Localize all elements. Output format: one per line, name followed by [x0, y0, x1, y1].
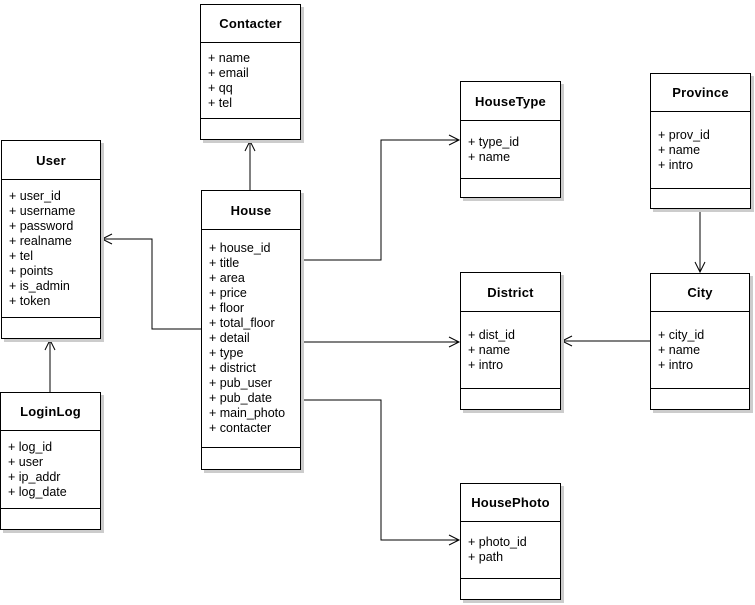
- class-attributes: + name+ email+ qq+ tel: [201, 43, 300, 118]
- class-title: User: [2, 141, 100, 180]
- class-attribute: + user_id: [9, 188, 61, 203]
- class-attribute: + detail: [209, 331, 250, 345]
- class-attributes: + photo_id+ path: [461, 522, 560, 578]
- class-methods-empty: [201, 118, 300, 139]
- class-title: Contacter: [201, 5, 300, 43]
- class-attribute: + log_date: [8, 484, 67, 499]
- class-attributes: + user_id+ username+ password+ realname+…: [2, 180, 100, 317]
- class-attribute: + house_id: [209, 241, 271, 255]
- class-attribute: + name: [468, 342, 511, 357]
- class-attribute: + password: [9, 218, 74, 233]
- class-attribute: + district: [209, 361, 256, 375]
- class-attributes: + type_id+ name: [461, 121, 560, 178]
- class-attribute: + token: [9, 293, 51, 308]
- class-attribute: + pub_user: [209, 376, 272, 390]
- class-methods-empty: [2, 317, 100, 338]
- class-attribute: + log_id: [8, 439, 53, 454]
- class-attribute: + intro: [658, 357, 694, 372]
- class-attribute: + pub_date: [209, 391, 272, 405]
- class-attribute: + main_photo: [209, 406, 286, 420]
- class-attribute: + total_floor: [209, 316, 275, 330]
- class-attribute: + name: [658, 142, 701, 157]
- class-attribute: + intro: [468, 357, 504, 372]
- class-methods-empty: [1, 508, 100, 529]
- class-attributes: + dist_id+ name+ intro: [461, 312, 560, 388]
- class-attribute: + photo_id: [468, 535, 527, 549]
- class-methods-empty: [461, 388, 560, 409]
- class-attribute: + intro: [658, 157, 694, 172]
- class-attribute: + points: [9, 263, 54, 278]
- class-attribute: + area: [209, 271, 245, 285]
- class-methods-empty: [651, 188, 750, 208]
- class-methods-empty: [202, 447, 300, 469]
- class-title: District: [461, 273, 560, 312]
- class-attributes: + prov_id+ name+ intro: [651, 112, 750, 188]
- class-box-loginlog[interactable]: LoginLog+ log_id+ user+ ip_addr+ log_dat…: [0, 392, 101, 530]
- class-attribute: + name: [468, 149, 511, 164]
- class-box-province[interactable]: Province+ prov_id+ name+ intro: [650, 73, 751, 209]
- class-attribute: + type_id: [468, 134, 520, 149]
- class-box-contacter[interactable]: Contacter+ name+ email+ qq+ tel: [200, 4, 301, 140]
- class-methods-empty: [651, 388, 749, 409]
- class-attribute: + path: [468, 550, 504, 564]
- class-methods-empty: [461, 578, 560, 599]
- class-attribute: + price: [209, 286, 247, 300]
- class-attribute: + type: [209, 346, 244, 360]
- class-box-district[interactable]: District+ dist_id+ name+ intro: [460, 272, 561, 410]
- class-attribute: + dist_id: [468, 327, 515, 342]
- class-box-housephoto[interactable]: HousePhoto+ photo_id+ path: [460, 483, 561, 600]
- class-title: LoginLog: [1, 393, 100, 431]
- class-box-city[interactable]: City+ city_id+ name+ intro: [650, 273, 750, 410]
- class-attribute: + qq: [208, 80, 233, 95]
- edge-house-housetype: [301, 134, 461, 261]
- class-attribute: + tel: [9, 248, 33, 263]
- class-attribute: + name: [658, 342, 701, 357]
- class-attribute: + is_admin: [9, 278, 70, 293]
- class-title: HousePhoto: [461, 484, 560, 522]
- class-attribute: + name: [208, 50, 251, 65]
- class-attributes: + house_id+ title+ area+ price+ floor+ t…: [202, 230, 300, 447]
- class-methods-empty: [461, 178, 560, 197]
- class-box-house[interactable]: House+ house_id+ title+ area+ price+ flo…: [201, 190, 301, 470]
- class-attribute: + contacter: [209, 421, 272, 435]
- class-attribute: + prov_id: [658, 127, 710, 142]
- class-title: House: [202, 191, 300, 230]
- edge-house-user: [100, 233, 201, 330]
- edge-house-housephoto: [301, 399, 461, 546]
- class-attribute: + realname: [9, 233, 72, 248]
- class-attribute: + city_id: [658, 327, 705, 342]
- class-attributes: + log_id+ user+ ip_addr+ log_date: [1, 431, 100, 508]
- class-title: HouseType: [461, 82, 560, 121]
- class-attribute: + floor: [209, 301, 245, 315]
- class-attribute: + user: [8, 454, 44, 469]
- class-attribute: + tel: [208, 95, 232, 110]
- class-attribute: + username: [9, 203, 76, 218]
- class-attribute: + email: [208, 65, 249, 80]
- class-box-user[interactable]: User+ user_id+ username+ password+ realn…: [1, 140, 101, 339]
- class-attribute: + title: [209, 256, 240, 270]
- class-title: Province: [651, 74, 750, 112]
- class-attribute: + ip_addr: [8, 469, 61, 484]
- class-title: City: [651, 274, 749, 312]
- class-box-housetype[interactable]: HouseType+ type_id+ name: [460, 81, 561, 198]
- class-attributes: + city_id+ name+ intro: [651, 312, 749, 388]
